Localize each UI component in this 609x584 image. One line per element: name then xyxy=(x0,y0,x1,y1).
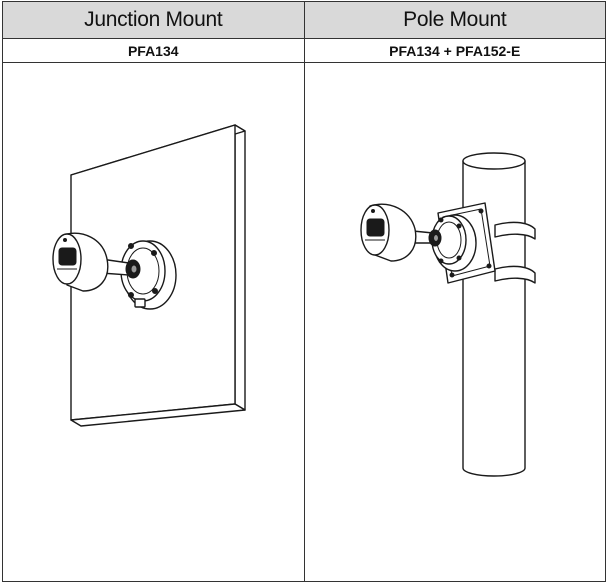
pole-mount-header: Pole Mount xyxy=(303,1,606,39)
junction-mount-header: Junction Mount xyxy=(2,1,305,39)
model-row: PFA134 PFA134 + PFA152-E xyxy=(2,38,606,63)
pole xyxy=(461,152,526,477)
junction-mount-model: PFA134 xyxy=(2,38,305,63)
pole-bullet-camera xyxy=(359,203,416,262)
pole-mount-model: PFA134 + PFA152-E xyxy=(303,38,606,63)
wall-junction-mount-illustration xyxy=(52,124,246,427)
header-row: Junction Mount Pole Mount xyxy=(2,1,606,39)
pole-camera-arm xyxy=(411,229,441,247)
pole-mount-cell xyxy=(303,62,606,582)
pole-junction-box xyxy=(430,214,477,272)
bullet-camera xyxy=(52,232,109,292)
pole-mount-illustration xyxy=(359,152,536,477)
junction-mount-cell xyxy=(2,62,305,582)
illustration-row xyxy=(2,62,606,582)
